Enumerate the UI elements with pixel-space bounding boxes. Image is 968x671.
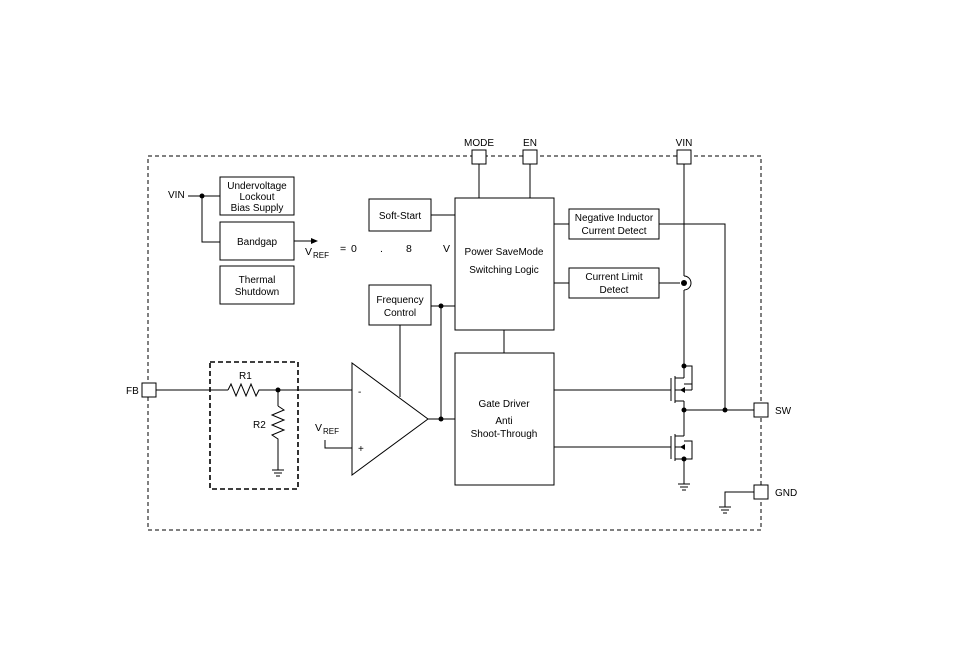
vref-out-zero: 0 — [351, 243, 357, 255]
uvlo-block — [219, 176, 295, 216]
current-limit-line1: Current Limit — [585, 272, 642, 283]
pin-vin-top-label: VIN — [676, 138, 693, 149]
pin-en — [522, 149, 538, 165]
thermal-block — [219, 265, 295, 305]
neg-inductor-line1: Negative Inductor — [575, 213, 654, 224]
r1-label: R1 — [239, 371, 252, 382]
pin-sw-label: SW — [775, 406, 792, 417]
vin-left-label: VIN — [168, 190, 185, 201]
gate-driver-line1: Gate Driver — [478, 399, 530, 410]
vref-out-unit: V — [443, 243, 450, 255]
vref-out-sub: REF — [313, 251, 329, 260]
vref-out-eight: 8 — [406, 243, 412, 255]
vref-out-eq: = — [340, 243, 346, 255]
freq-control-line1: Frequency — [376, 295, 423, 306]
pin-sw — [753, 402, 769, 418]
pin-fb — [141, 382, 157, 398]
gate-driver-line2: Anti — [495, 416, 512, 427]
chip-boundary — [147, 155, 762, 531]
power-save-block — [454, 197, 555, 331]
bandgap-label: Bandgap — [237, 237, 277, 248]
pin-gnd — [753, 484, 769, 500]
soft-start-label: Soft-Start — [379, 211, 421, 222]
power-save-line2: Switching Logic — [469, 265, 538, 276]
uvlo-line1: Undervoltage — [227, 181, 287, 192]
uvlo-line2: Lockout — [239, 192, 274, 203]
vref-out-v: V — [305, 246, 312, 258]
pin-gnd-label: GND — [775, 488, 797, 499]
gate-driver-line3: Shoot-Through — [471, 429, 538, 440]
resistor-r2 — [270, 405, 286, 470]
resistor-r1 — [227, 382, 278, 398]
neg-inductor-line2: Current Detect — [581, 226, 646, 237]
thermal-line2: Shutdown — [235, 287, 279, 298]
bandgap-block — [219, 221, 295, 261]
pin-mode-label: MODE — [464, 138, 494, 149]
power-save-line1: Power SaveMode — [465, 247, 544, 258]
vref-in-v: V — [315, 422, 322, 434]
vref-in-sub: REF — [323, 427, 339, 436]
pin-fb-label: FB — [126, 386, 139, 397]
vref-arrow — [311, 238, 318, 244]
pin-en-label: EN — [523, 138, 537, 149]
neg-inductor-block — [568, 208, 660, 240]
pin-vin-top — [676, 149, 692, 165]
gate-driver-block — [454, 352, 555, 486]
error-amplifier — [351, 362, 429, 476]
vref-out-dot: . — [380, 243, 383, 255]
uvlo-line3: Bias Supply — [231, 203, 284, 214]
r2-label: R2 — [253, 420, 266, 431]
freq-control-line2: Control — [384, 308, 416, 319]
amp-plus: + — [358, 444, 364, 455]
current-limit-line2: Detect — [600, 285, 629, 296]
thermal-line1: Thermal — [239, 275, 276, 286]
amp-minus: - — [358, 387, 361, 398]
pin-mode — [471, 149, 487, 165]
feedback-network-box — [209, 361, 299, 490]
